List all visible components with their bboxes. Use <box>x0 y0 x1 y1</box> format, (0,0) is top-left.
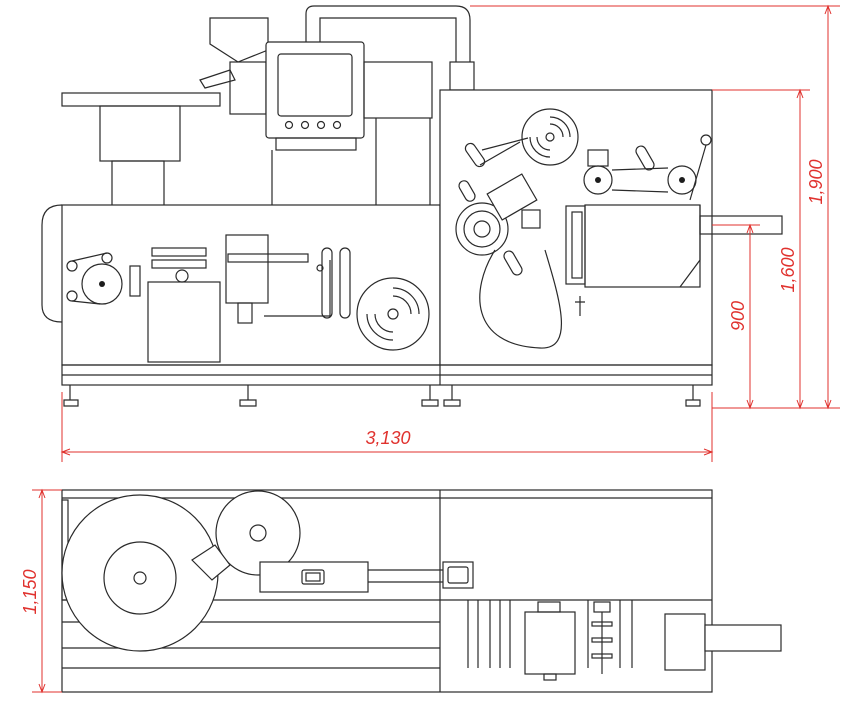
table-height-label: 900 <box>728 301 748 331</box>
overall-length-label: 3,130 <box>365 428 410 448</box>
overall-width-label: 1,150 <box>20 569 40 614</box>
lower-height-label: 1,600 <box>778 247 798 292</box>
overall-height-label: 1,900 <box>806 159 826 204</box>
front-view <box>41 5 783 407</box>
top-view <box>61 489 782 693</box>
dimensions <box>32 4 840 694</box>
